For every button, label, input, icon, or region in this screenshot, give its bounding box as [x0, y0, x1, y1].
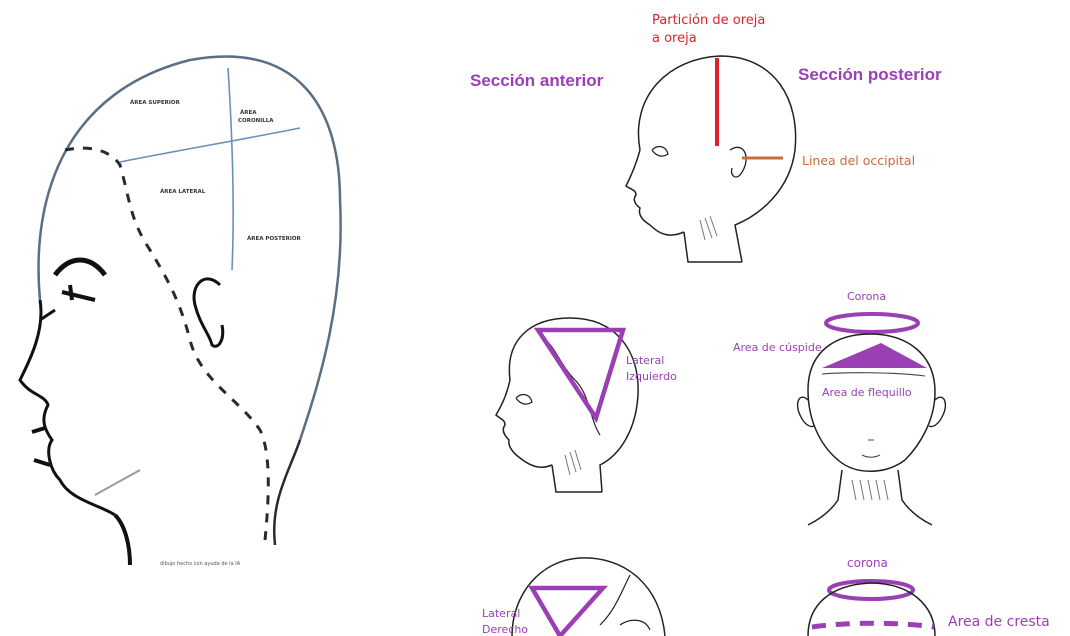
left-horizontal-section-line [120, 128, 300, 162]
bottom-right-diagram: corona Area de cresta [808, 556, 1050, 636]
left-eyebrow [55, 260, 105, 275]
mid-left-eye [516, 395, 532, 405]
front-neck [808, 470, 932, 525]
mid-left-neck-shade [565, 450, 581, 475]
bottom-left-lateral-triangle [532, 588, 603, 636]
top-ear [730, 147, 746, 177]
middle-left-diagram: Lateral Izquierdo [496, 318, 677, 492]
cuspide-triangle [822, 343, 927, 368]
top-face-profile [626, 150, 684, 235]
label-corona-lower: corona [847, 556, 888, 570]
front-nose-mouth [862, 440, 880, 457]
mid-left-neck [552, 465, 602, 492]
label-area-flequillo: Area de flequillo [822, 386, 912, 399]
label-lateral-izq-1: Lateral [626, 354, 664, 367]
label-area-lateral: ÁREA LATERAL [160, 188, 206, 195]
label-area-superior: ÁREA SUPERIOR [130, 99, 181, 106]
top-neck [684, 232, 742, 262]
label-lateral-der-2: Derecho [482, 623, 528, 636]
left-head-back [274, 440, 300, 545]
left-head-outline [39, 57, 341, 440]
label-area-coronilla-1: ÁREA [240, 109, 257, 116]
label-lateral-izq-2: Izquierdo [626, 370, 677, 383]
front-neck-shade [852, 480, 888, 500]
top-eye [652, 147, 668, 157]
label-particion-2: a oreja [652, 31, 697, 46]
left-jaw [115, 515, 130, 565]
mid-left-face [496, 380, 552, 467]
label-seccion-anterior: Sección anterior [470, 71, 604, 90]
front-ears [798, 397, 946, 426]
left-caption: dibujo hecho con ayuda de la IA [160, 561, 241, 567]
label-seccion-posterior: Sección posterior [798, 65, 942, 84]
left-head-diagram: ÁREA SUPERIOR ÁREA CORONILLA ÁREA LATERA… [20, 57, 341, 567]
middle-right-diagram: Corona Area de cúspide Area de flequillo [733, 290, 945, 525]
corona-ellipse [826, 314, 918, 332]
left-hairline-dashed [65, 148, 268, 540]
front-face [808, 390, 905, 471]
top-profile-diagram: Partición de oreja a oreja Sección anter… [470, 13, 942, 262]
left-chin-line [95, 470, 140, 495]
bottom-left-hairline [600, 575, 650, 630]
left-ear [194, 279, 223, 346]
front-bang-line [822, 373, 925, 376]
label-linea-occipital: Linea del occipital [802, 153, 915, 168]
top-neck-shade [700, 216, 717, 240]
bottom-left-diagram: Lateral Derecho [482, 558, 665, 636]
left-eye [62, 285, 95, 300]
bottom-right-head-outline [808, 583, 935, 636]
label-area-cresta: Area de cresta [948, 614, 1050, 630]
cresta-dashed-line [812, 623, 934, 627]
label-corona: Corona [847, 290, 886, 303]
label-area-coronilla-2: CORONILLA [238, 118, 274, 124]
label-particion-1: Partición de oreja [652, 13, 765, 28]
left-face-profile [20, 300, 115, 515]
label-area-posterior: ÁREA POSTERIOR [247, 235, 302, 242]
label-area-cuspide: Area de cúspide [733, 341, 822, 354]
mid-left-lateral-triangle [538, 330, 623, 418]
label-lateral-der-1: Lateral [482, 607, 520, 620]
left-vertical-section-line [228, 68, 233, 270]
